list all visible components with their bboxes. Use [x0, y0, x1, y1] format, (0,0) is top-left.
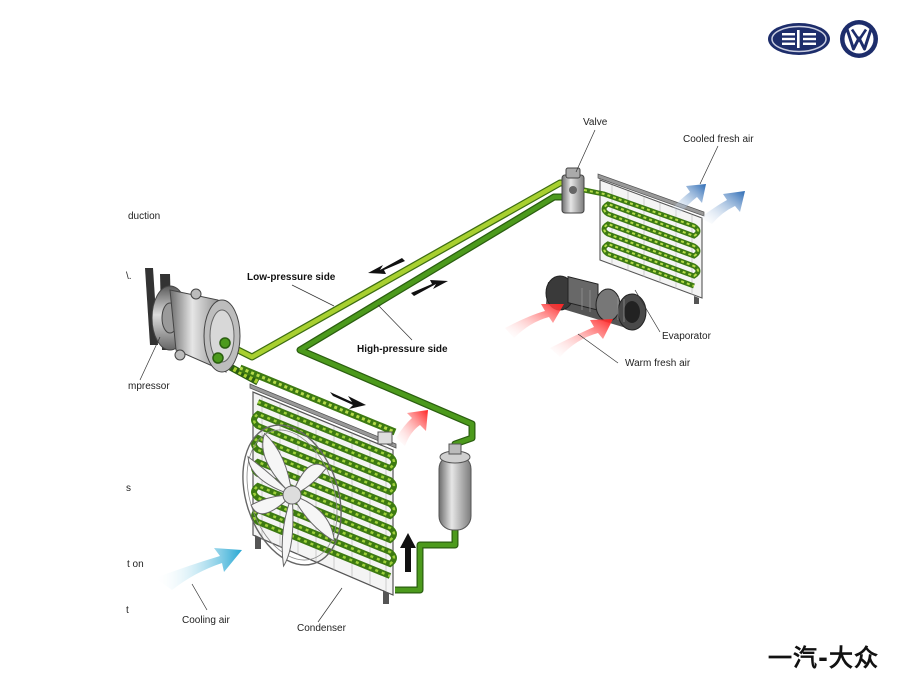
cooled-air-arrow-2 — [700, 191, 745, 224]
vw-logo — [840, 20, 878, 58]
faw-logo — [768, 23, 830, 55]
flow-arrow-high — [411, 280, 448, 296]
evaporator — [583, 173, 705, 304]
condenser-label: Condenser — [297, 623, 347, 634]
flow-arrow-low — [368, 258, 405, 274]
brand-wordmark: 一汽-大众 — [768, 644, 879, 672]
compressor — [145, 268, 241, 373]
receiver-drier — [438, 443, 472, 531]
fragment-label-2: s — [126, 483, 131, 494]
reduction-fragment-label: duction — [128, 211, 160, 222]
on-fragment-label: t on — [127, 559, 144, 570]
blower-motor — [545, 275, 647, 331]
warm-air-leader — [577, 333, 619, 364]
high-pressure-leader — [377, 304, 413, 341]
flow-arrow-condenser — [330, 392, 366, 409]
cooled-fresh-air-label: Cooled fresh air — [683, 134, 754, 145]
cooled-air-leader — [699, 145, 719, 185]
liquid-line — [395, 530, 459, 594]
valve-label: Valve — [583, 117, 608, 128]
fragment-label-3: t — [126, 605, 129, 616]
low-pressure-side-label: Low-pressure side — [247, 272, 336, 283]
cooling-air-label: Cooling air — [182, 615, 230, 626]
low-pressure-leader — [291, 284, 335, 307]
hot-air-arrow-condenser — [396, 410, 428, 446]
cooling-air-arrow — [155, 548, 242, 590]
condenser-leader — [317, 587, 343, 623]
warm-air-arrow-2 — [550, 319, 613, 357]
fragment-label-1: \. — [126, 271, 132, 282]
warm-fresh-air-label: Warm fresh air — [625, 358, 691, 369]
condenser — [238, 364, 397, 604]
condenser-fan — [242, 424, 342, 568]
flow-arrow-up — [400, 533, 416, 572]
compressor-leader — [139, 336, 161, 381]
cooled-air-arrow-1 — [670, 184, 706, 216]
expansion-valve — [561, 167, 585, 214]
cooling-air-leader — [191, 583, 208, 611]
warm-air-arrow-1 — [505, 304, 564, 338]
valve-leader — [575, 129, 596, 173]
evaporator-label: Evaporator — [662, 331, 712, 342]
high-pressure-side-label: High-pressure side — [357, 344, 448, 355]
compressor-fragment-label: mpressor — [128, 381, 170, 392]
evaporator-leader — [634, 289, 661, 333]
